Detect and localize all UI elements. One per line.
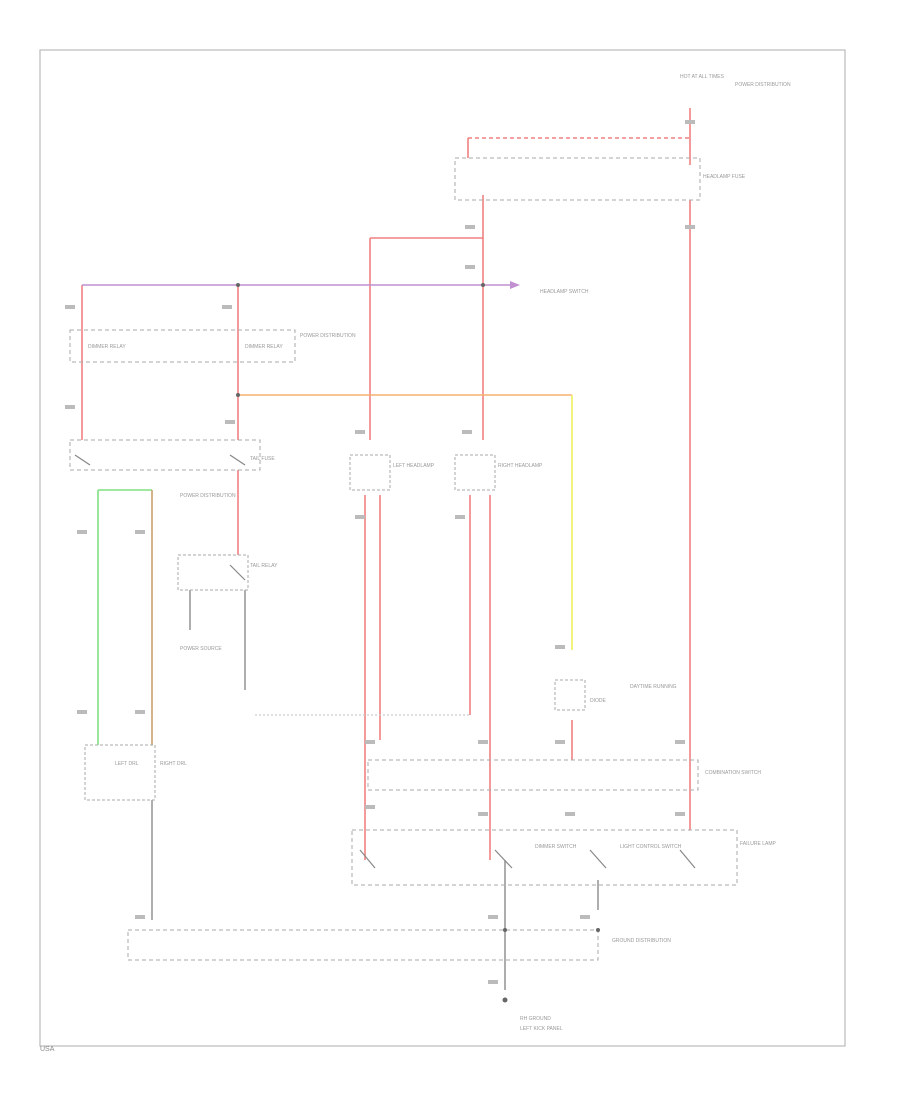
label-left-drl: LEFT DRL <box>115 761 139 767</box>
label-dimmer-1: DIMMER RELAY <box>88 344 126 350</box>
label-power-dist-2: POWER DISTRIBUTION <box>300 333 356 339</box>
label-daytime-running: DAYTIME RUNNING <box>630 684 677 690</box>
ground-wires <box>151 590 599 990</box>
page-border <box>39 49 846 1047</box>
label-power-dist: POWER DISTRIBUTION <box>735 82 791 88</box>
label-failure-lamp: FAILURE LAMP <box>740 841 777 847</box>
label-combination-switch: COMBINATION SWITCH <box>705 770 761 776</box>
violet-arrow <box>510 281 520 289</box>
connector-dots <box>236 283 600 1003</box>
switch-contacts <box>74 454 696 869</box>
label-left-kick: LEFT KICK PANEL <box>520 1026 563 1032</box>
corner-code: USA <box>40 1046 55 1053</box>
label-headlamp-fuse: HEADLAMP FUSE <box>703 174 746 180</box>
label-dimmer-2: DIMMER RELAY <box>245 344 283 350</box>
label-tail-fuse: TAIL FUSE <box>250 456 275 462</box>
label-light-control-switch: LIGHT CONTROL SWITCH <box>620 844 682 850</box>
label-tail-relay: TAIL RELAY <box>250 563 278 569</box>
label-power-dist-3: POWER DISTRIBUTION <box>180 493 236 499</box>
label-dimmer-switch: DIMMER SWITCH <box>535 844 577 850</box>
connector-tags <box>65 120 695 984</box>
label-power-source: POWER SOURCE <box>180 646 222 652</box>
label-ground-dist: GROUND DISTRIBUTION <box>612 938 671 944</box>
label-rh-ground: RH GROUND <box>520 1016 551 1022</box>
label-diode: DIODE <box>590 698 607 704</box>
label-hot-at-all-times: HOT AT ALL TIMES <box>680 74 725 80</box>
label-headlamp-switch: HEADLAMP SWITCH <box>540 289 589 295</box>
label-right-headlamp: RIGHT HEADLAMP <box>498 463 543 469</box>
label-left-headlamp: LEFT HEADLAMP <box>393 463 435 469</box>
diagram-labels: HOT AT ALL TIMES POWER DISTRIBUTION HEAD… <box>88 74 791 1032</box>
component-boxes <box>69 157 738 961</box>
label-right-drl: RIGHT DRL <box>160 761 187 767</box>
red-wires <box>81 108 691 860</box>
